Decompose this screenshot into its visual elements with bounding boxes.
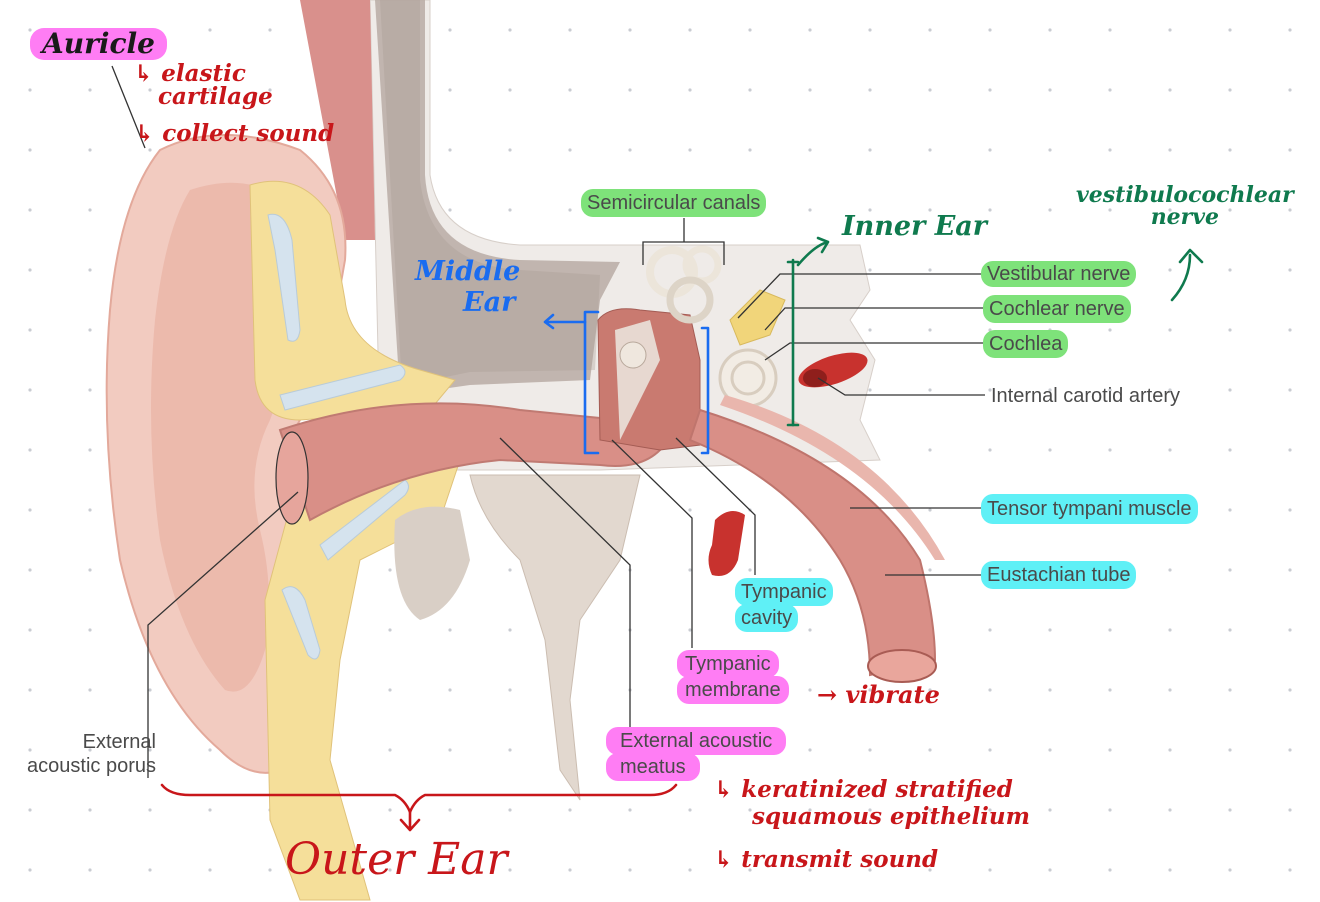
auricle-note: Auricle xyxy=(42,27,155,60)
middle-ear-line1: Middle xyxy=(415,256,521,287)
vibrate-note: → vibrate xyxy=(817,680,940,709)
eustachian-tube-label: Eustachian tube xyxy=(981,561,1137,589)
outer-ear-note: Outer Ear xyxy=(285,834,508,885)
auricle-elastic-line2: cartilage xyxy=(158,83,273,110)
external-acoustic-porus-line1: External xyxy=(82,731,156,753)
inner-ear-note: Inner Ear xyxy=(842,211,987,242)
tympanic-cavity-line2: cavity xyxy=(735,604,799,632)
middle-ear-note: Middle Ear xyxy=(415,258,520,316)
cochlea-label: Cochlea xyxy=(983,330,1069,358)
lower-bones xyxy=(394,474,641,801)
eustachian-tube xyxy=(688,395,945,683)
middle-ear-cavity xyxy=(597,308,701,451)
tympanic-cavity-label: Tympanic cavity xyxy=(735,578,833,632)
vestibulocochlear-line2: nerve xyxy=(1150,204,1220,230)
internal-carotid-artery-label: Internal carotid artery xyxy=(991,385,1180,407)
vestibulocochlear-nerve-note: vestibulocochlear nerve xyxy=(1076,184,1294,228)
middle-ear-line2: Ear xyxy=(463,287,516,318)
semicircular-canals-label: Semicircular canals xyxy=(581,189,767,217)
annotation-strokes xyxy=(160,236,1204,832)
vestibulocochlear-line1: vestibulocochlear xyxy=(1076,182,1294,208)
auricle-elastic-line1: ↳ elastic xyxy=(134,60,246,87)
auricle-collect-note: ↳ collect sound xyxy=(135,120,335,147)
meatus-epithelium-line1: ↳ keratinized stratified xyxy=(714,776,1013,803)
tensor-tympani-muscle-label: Tensor tympani muscle xyxy=(981,494,1198,524)
cochlear-nerve-label: Cochlear nerve xyxy=(983,295,1131,323)
external-acoustic-meatus-label: External acoustic meatus xyxy=(606,727,787,781)
cartilage-fat xyxy=(249,180,461,901)
external-acoustic-porus-label: External acoustic porus xyxy=(6,730,156,778)
meatus-epithelium-line2: squamous epithelium xyxy=(752,803,1030,830)
auricle-note-highlight: Auricle xyxy=(30,28,167,60)
external-acoustic-porus-line2: acoustic porus xyxy=(27,755,156,777)
tympanic-membrane-line1: Tympanic xyxy=(677,650,779,678)
tympanic-cavity-line1: Tympanic xyxy=(735,578,833,606)
meatus-transmit-note: ↳ transmit sound xyxy=(714,846,939,873)
vestibular-nerve-label: Vestibular nerve xyxy=(981,261,1137,287)
meatus-epithelium-note: ↳ keratinized stratified squamous epithe… xyxy=(714,778,1030,828)
external-acoustic-meatus-line1: External acoustic xyxy=(606,727,787,755)
leader-lines xyxy=(111,65,985,778)
inner-ear-structures xyxy=(646,245,786,408)
auricle-elastic-note: ↳ elastic cartilage xyxy=(134,62,273,108)
internal-carotid-artery xyxy=(708,352,868,576)
tympanic-membrane-label: Tympanic membrane xyxy=(677,650,789,704)
external-acoustic-meatus-line2: meatus xyxy=(606,753,700,781)
muscle-strip xyxy=(300,0,375,240)
tympanic-membrane-line2: membrane xyxy=(677,676,789,704)
